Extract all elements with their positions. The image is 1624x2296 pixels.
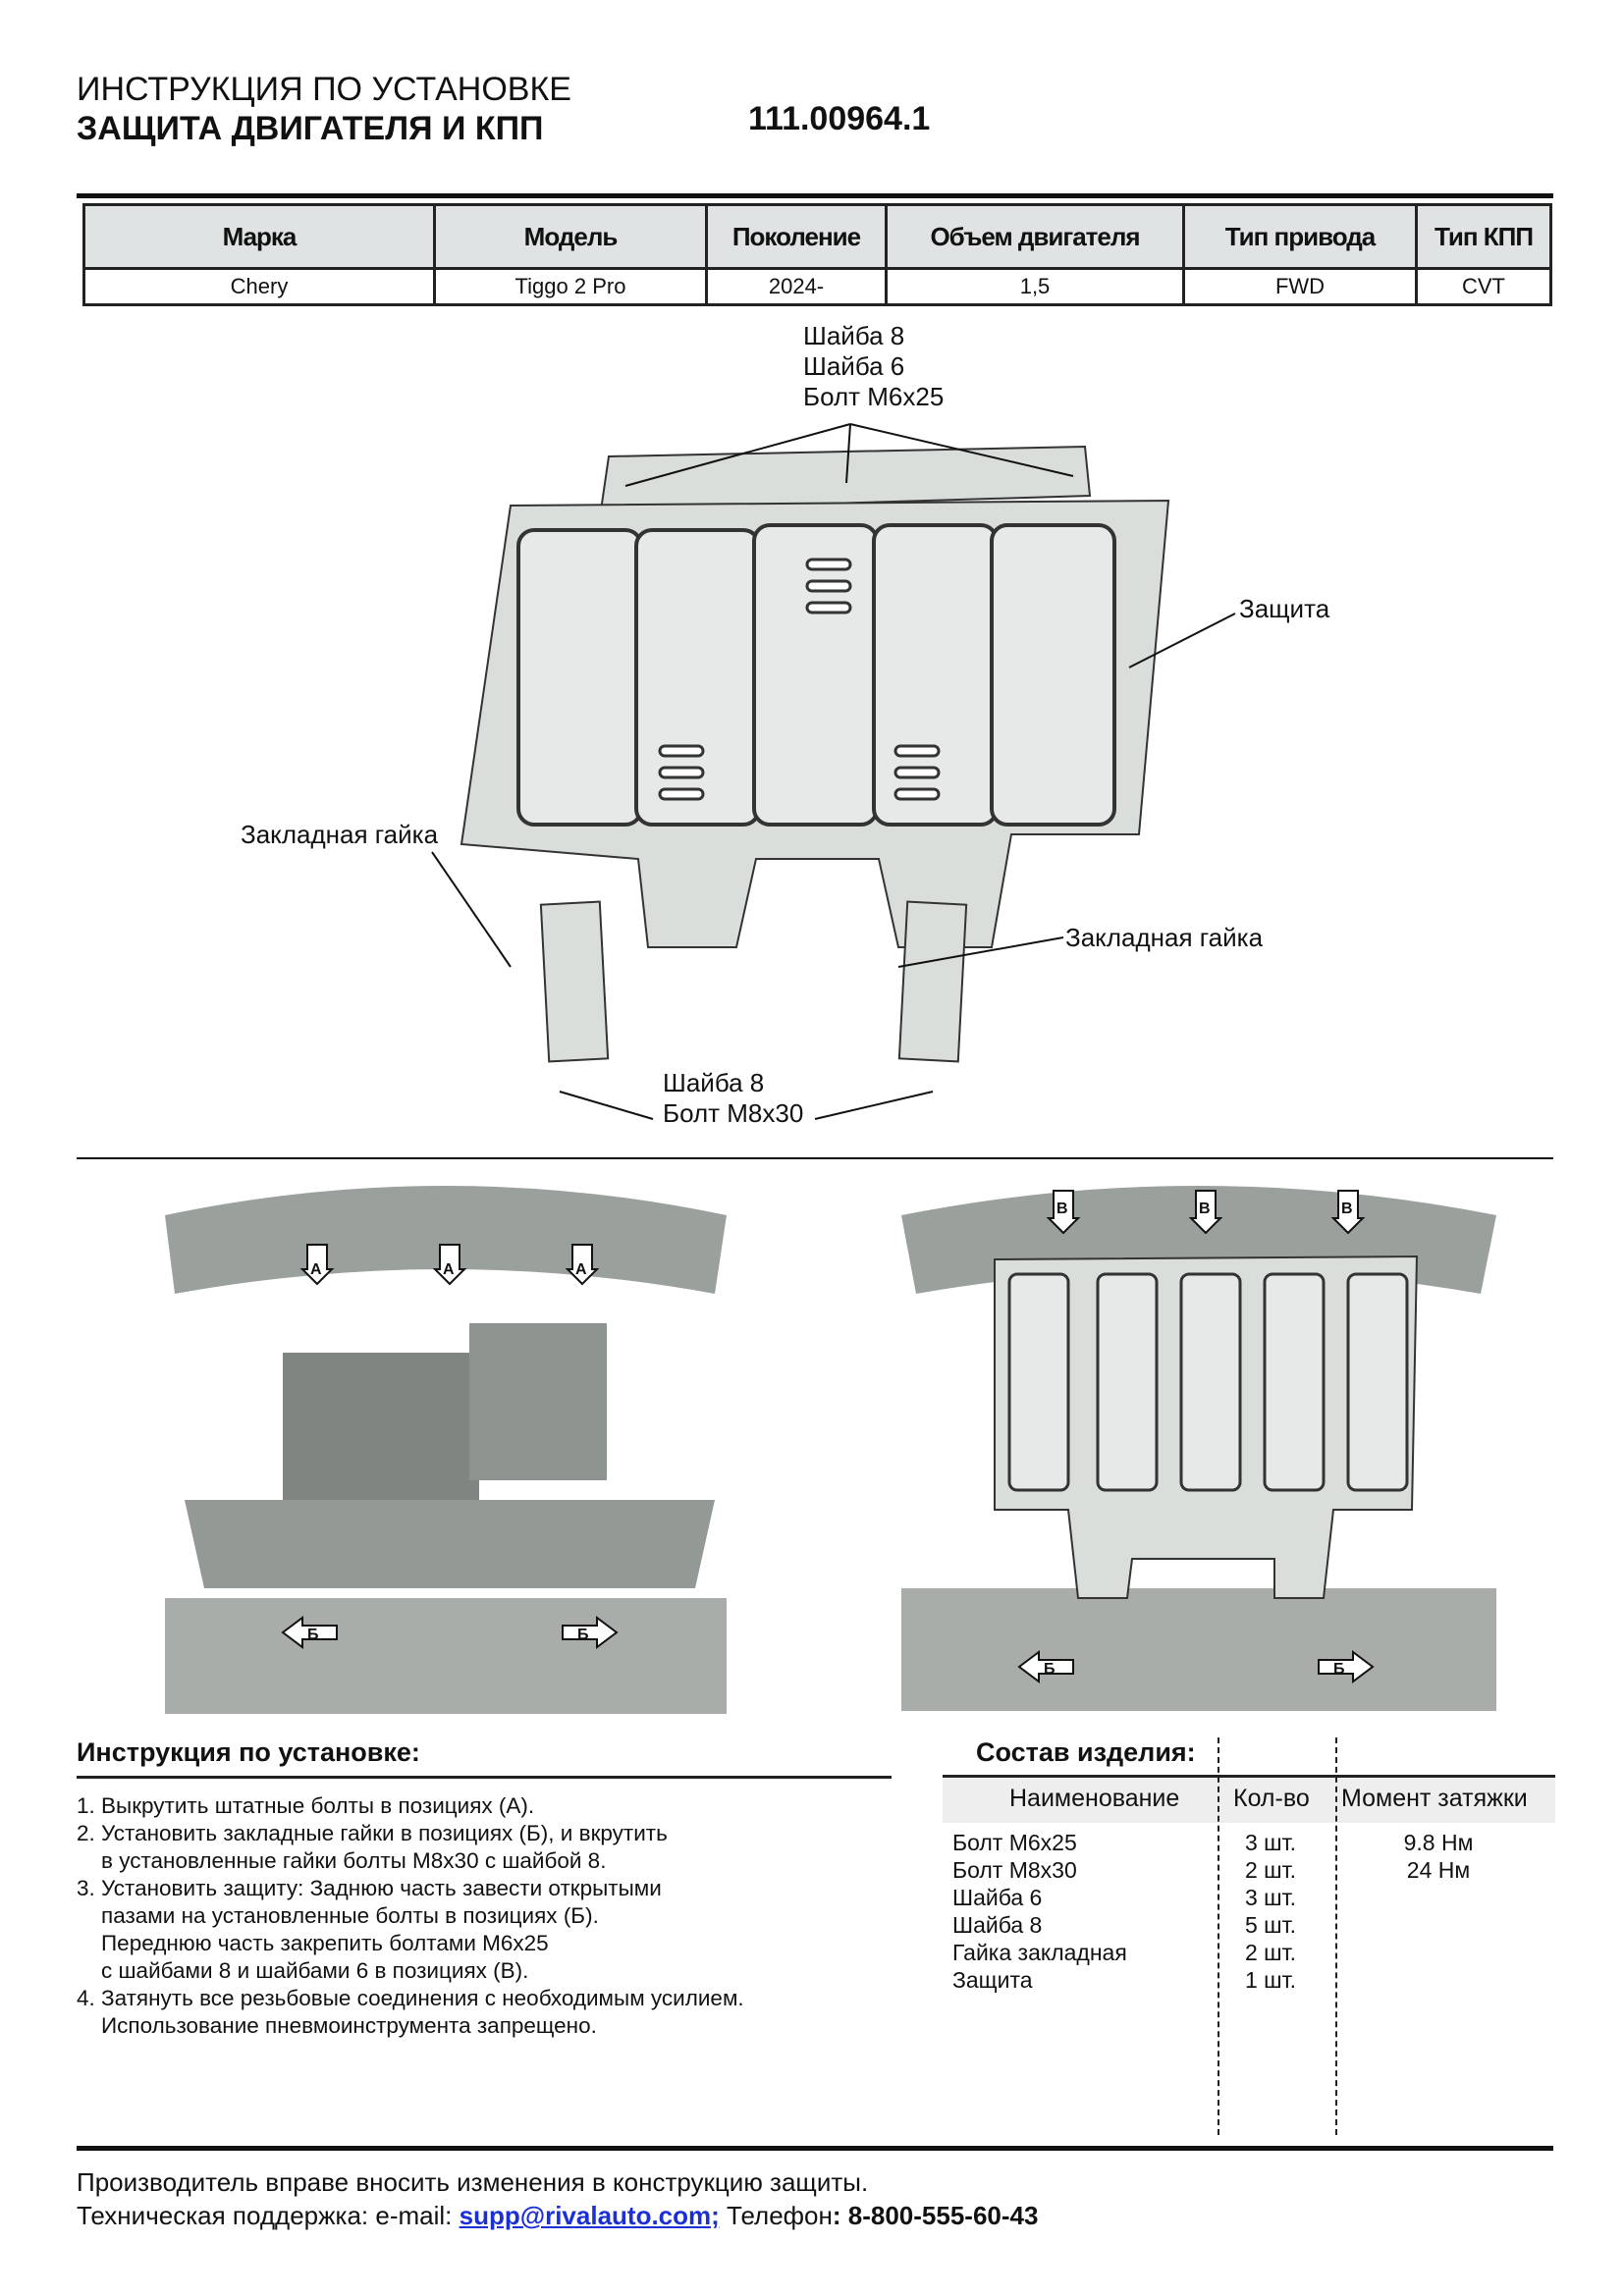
col-header: Модель — [433, 203, 708, 270]
col-header: Марка — [82, 203, 436, 270]
instructions-divider — [77, 1776, 892, 1779]
item-name: Защита — [952, 1967, 1033, 1993]
item-name: Болт М6х25 — [952, 1830, 1077, 1855]
header-torque: Момент затяжки — [1341, 1785, 1528, 1812]
item-names: Болт М6х25 Болт М8х30 Шайба 6 Шайба 8 Га… — [952, 1829, 1127, 1994]
marker-b-label: Б — [1333, 1661, 1345, 1678]
footer-divider — [77, 2146, 1553, 2151]
part-number: 111.00964.1 — [748, 100, 931, 137]
instruction-line: пазами на установленные болты в позициях… — [77, 1903, 599, 1928]
doc-subtitle: ИНСТРУКЦИЯ ПО УСТАНОВКЕ — [77, 71, 571, 108]
cell: FWD — [1182, 267, 1418, 306]
item-name: Шайба 8 — [952, 1912, 1043, 1938]
phone-number: : 8-800-555-60-43 — [832, 2201, 1039, 2230]
marker-v-label: В — [1341, 1201, 1353, 1217]
instruction-line: 1. Выкрутить штатные болты в позициях (А… — [77, 1793, 535, 1818]
instruction-line: с шайбами 8 и шайбами 6 в позициях (В). — [77, 1958, 529, 1983]
instruction-line: в установленные гайки болты М8х30 с шайб… — [77, 1848, 607, 1873]
composition-header-band — [943, 1779, 1555, 1823]
header-divider — [77, 193, 1553, 198]
col-header: Тип привода — [1182, 203, 1418, 270]
front-bracket — [599, 445, 1092, 512]
label-bolt-m8: Болт М8х30 — [663, 1098, 804, 1128]
marker-b-label: Б — [577, 1627, 589, 1643]
marker-a-label: А — [575, 1261, 587, 1278]
vehicle-spec-table: Марка Модель Поколение Объем двигателя Т… — [82, 203, 1552, 306]
column-separator — [1218, 1737, 1219, 2135]
label-bolt-m6: Болт М6х25 — [803, 382, 945, 411]
phone-label: Телефон — [719, 2201, 833, 2230]
label-top-fasteners: Шайба 8 Шайба 6 Болт М6х25 — [803, 321, 944, 412]
support-email-link[interactable]: supp@rivalauto.com; — [459, 2201, 720, 2230]
marker-a — [299, 1244, 335, 1286]
item-name: Шайба 6 — [952, 1885, 1043, 1910]
composition-title: Состав изделия: — [976, 1737, 1196, 1767]
item-qty: 2 шт. — [1245, 1940, 1297, 1965]
label-nut-left: Закладная гайка — [241, 820, 439, 849]
spec-data-row: Chery Tiggo 2 Pro 2024- 1,5 FWD CVT — [82, 267, 1552, 306]
instructions-title: Инструкция по установке: — [77, 1737, 420, 1767]
spec-header-row: Марка Модель Поколение Объем двигателя Т… — [82, 203, 1552, 270]
col-header: Объем двигателя — [885, 203, 1185, 270]
cell: Tiggo 2 Pro — [433, 267, 708, 306]
cell: 1,5 — [885, 267, 1185, 306]
photo-underbody-installed: В В В Б Б — [901, 1176, 1496, 1711]
label-nut-right: Закладная гайка — [1065, 923, 1264, 952]
label-washer-8: Шайба 8 — [663, 1068, 765, 1097]
marker-v-label: В — [1199, 1201, 1211, 1217]
label-guard: Защита — [1239, 594, 1330, 623]
col-header: Поколение — [705, 203, 888, 270]
item-torque: 9.8 Нм — [1403, 1830, 1474, 1855]
instruction-line: Переднюю часть закрепить болтами М6х25 — [77, 1931, 549, 1955]
cell: CVT — [1415, 267, 1552, 306]
instruction-line: Использование пневмоинструмента запрещен… — [77, 2013, 597, 2038]
cell: 2024- — [705, 267, 888, 306]
support-label: Техническая поддержка: e-mail: — [77, 2201, 460, 2230]
header-qty: Кол-во — [1233, 1785, 1310, 1812]
marker-b-label: Б — [1044, 1661, 1056, 1678]
item-torques: 9.8 Нм 24 Нм — [1345, 1829, 1532, 1884]
footer-notice: Производитель вправе вносить изменения в… — [77, 2167, 869, 2197]
label-washer-8: Шайба 8 — [803, 321, 905, 350]
composition-divider — [943, 1775, 1555, 1778]
photo-underbody-before: А А А Б Б — [165, 1176, 727, 1714]
col-header: Тип КПП — [1415, 203, 1552, 270]
item-qty: 5 шт. — [1245, 1912, 1297, 1938]
item-name: Гайка закладная — [952, 1940, 1127, 1965]
item-qty: 3 шт. — [1245, 1830, 1297, 1855]
item-qty: 2 шт. — [1245, 1857, 1297, 1883]
instruction-line: 2. Установить закладные гайки в позициях… — [77, 1821, 668, 1845]
column-separator — [1335, 1737, 1337, 2135]
instruction-line: 3. Установить защиту: Заднюю часть завес… — [77, 1876, 662, 1900]
support-line: Техническая поддержка: e-mail: supp@riva… — [77, 2201, 1038, 2231]
item-qtys: 3 шт. 2 шт. 3 шт. 5 шт. 2 шт. 1 шт. — [1245, 1829, 1296, 1994]
item-torque: 24 Нм — [1406, 1857, 1471, 1883]
item-qty: 1 шт. — [1245, 1967, 1297, 1993]
section-divider — [77, 1157, 1553, 1159]
marker-a-label: А — [443, 1261, 455, 1278]
instruction-line: 4. Затянуть все резьбовые соединения с н… — [77, 1986, 744, 2010]
item-name: Болт М8х30 — [952, 1857, 1077, 1883]
doc-title: ЗАЩИТА ДВИГАТЕЛЯ И КПП — [77, 110, 544, 147]
label-bottom-fasteners: Шайба 8 Болт М8х30 — [663, 1068, 803, 1129]
marker-v-label: В — [1056, 1201, 1068, 1217]
item-qty: 3 шт. — [1245, 1885, 1297, 1910]
label-washer-6: Шайба 6 — [803, 351, 905, 381]
marker-a-label: А — [310, 1261, 322, 1278]
guard-exploded-diagram — [431, 423, 1236, 1120]
cell: Chery — [82, 267, 436, 306]
marker-b-label: Б — [307, 1627, 319, 1643]
instructions-list: 1. Выкрутить штатные болты в позициях (А… — [77, 1792, 744, 2040]
header-name: Наименование — [1009, 1785, 1180, 1812]
